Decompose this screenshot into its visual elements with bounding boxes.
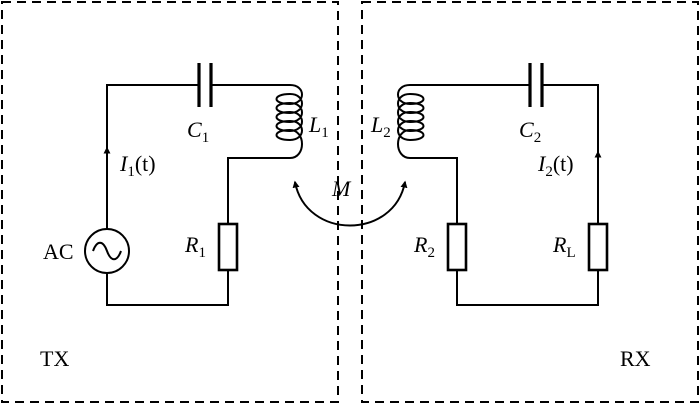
c1-label: C1	[187, 117, 209, 146]
mutual-coupling-arrow	[292, 180, 408, 227]
l1-coil	[275, 84, 303, 159]
ac-source-label: AC	[43, 239, 74, 264]
l1-label: L1	[308, 112, 329, 141]
i1-label: I1(t)	[119, 151, 156, 180]
tx-label: TX	[40, 346, 69, 371]
ac-source-sine	[92, 241, 122, 261]
mutual-inductance-label: M	[331, 176, 352, 201]
rx-bottom-wire	[456, 270, 599, 306]
rx-top-wire	[410, 84, 599, 224]
tx-region-box	[1, 1, 339, 403]
rx-left-wire	[410, 157, 458, 224]
r2-resistor	[446, 222, 468, 272]
rl-label: RL	[552, 232, 576, 261]
rl-resistor	[587, 222, 609, 272]
l2-coil	[397, 84, 425, 159]
tx-bottom-wire	[106, 268, 229, 306]
rx-label: RX	[620, 346, 651, 371]
tx-right-wire	[227, 157, 290, 224]
l2-label: L2	[370, 112, 391, 141]
rx-region-box	[361, 1, 699, 403]
r2-label: R2	[413, 232, 435, 261]
r1-label: R1	[184, 232, 206, 261]
i2-label: I2(t)	[537, 151, 574, 180]
c2-label: C2	[519, 117, 541, 146]
tx-top-wire	[106, 84, 290, 235]
r1-resistor	[217, 222, 239, 272]
